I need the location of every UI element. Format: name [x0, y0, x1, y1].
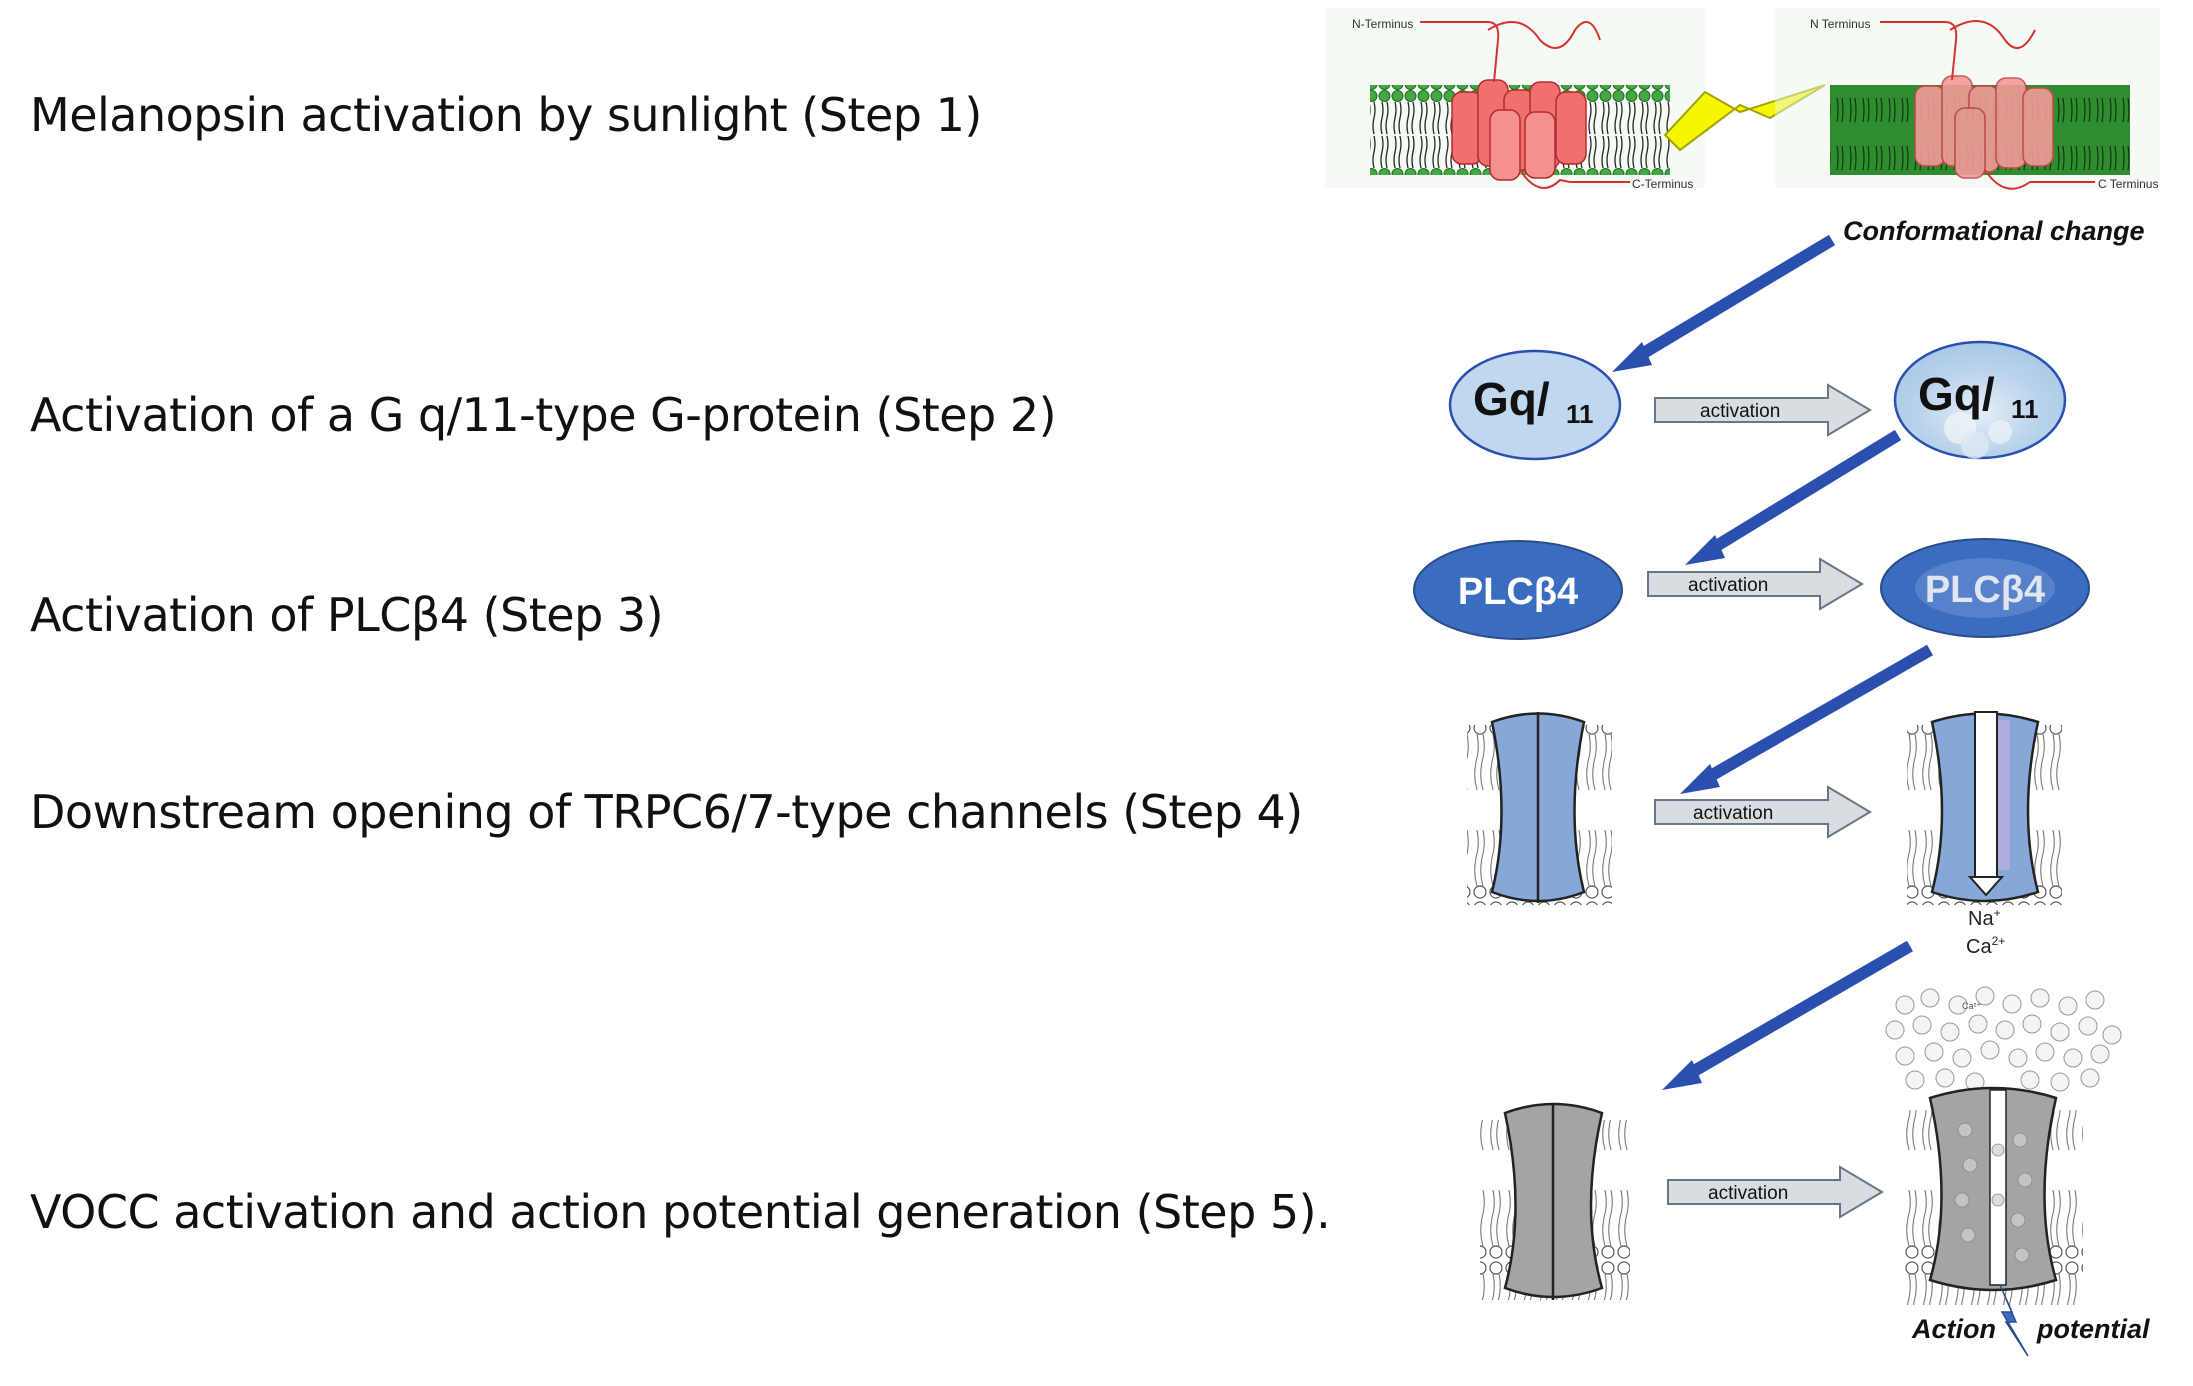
- ca-ion-sample-label: Ca²⁺: [1962, 1001, 1982, 1011]
- melanopsin-active: N Terminus C Terminus: [1775, 8, 2160, 191]
- melanopsin-inactive: N-Terminus C-Terminus: [1325, 8, 1705, 191]
- vocc-channel-open: [1905, 1086, 2083, 1305]
- cascade-arrow-4: [1662, 940, 1914, 1090]
- gq-subscript: 11: [1566, 399, 1594, 429]
- step-5-label: VOCC activation and action potential gen…: [30, 1185, 1331, 1239]
- activation-label-plc: activation: [1688, 575, 1768, 596]
- activation-arrow-trpc: activation: [1654, 785, 1872, 839]
- gq-protein-active: Gq/ 11: [1893, 340, 2067, 460]
- activation-arrow-vocc: activation: [1667, 1165, 1884, 1219]
- step-1-label: Melanopsin activation by sunlight (Step …: [30, 88, 982, 142]
- n-terminus-label-2: N Terminus: [1810, 17, 1870, 31]
- gq-subscript-active: 11: [2011, 394, 2039, 424]
- c-terminus-label-2: C Terminus: [2098, 177, 2158, 191]
- action-label: Action: [1911, 1314, 1996, 1344]
- c-terminus-label: C-Terminus: [1632, 177, 1693, 191]
- gq-protein-inactive: Gq/ 11: [1448, 349, 1622, 461]
- gq-label: Gq/: [1473, 373, 1550, 425]
- plc-label: PLCβ4: [1458, 571, 1578, 613]
- vocc-channel-closed: [1480, 1102, 1630, 1300]
- plc-label-active: PLCβ4: [1925, 569, 2045, 611]
- conformational-change-label: Conformational change: [1843, 216, 2145, 246]
- activation-label-gq: activation: [1700, 401, 1780, 422]
- step-4-label: Downstream opening of TRPC6/7-type chann…: [30, 785, 1303, 839]
- trpc-channel-open: [1907, 711, 2062, 905]
- na-ion-label: Na+: [1968, 906, 2001, 930]
- trpc-channel-closed: [1467, 712, 1612, 905]
- plc-inactive: PLCβ4: [1413, 540, 1623, 640]
- calcium-ion-cloud: [1885, 986, 2122, 1092]
- activation-arrow-gq: activation: [1654, 383, 1872, 437]
- activation-label-vocc: activation: [1708, 1183, 1788, 1204]
- plc-active: PLCβ4: [1880, 538, 2090, 638]
- action-potential-bolt-icon: [1999, 1284, 2029, 1357]
- ca-ion-label: Ca2+: [1966, 934, 2005, 958]
- activation-label-trpc: activation: [1693, 803, 1773, 824]
- potential-label: potential: [2036, 1314, 2150, 1344]
- step-3-label: Activation of PLCβ4 (Step 3): [30, 588, 664, 642]
- n-terminus-label: N-Terminus: [1352, 17, 1413, 31]
- cascade-arrow-3: [1680, 644, 1933, 794]
- cascade-arrow-2: [1685, 429, 1902, 565]
- cascade-arrow-1: [1612, 234, 1836, 372]
- gq-label-active: Gq/: [1918, 368, 1995, 420]
- step-2-label: Activation of a G q/11-type G-protein (S…: [30, 388, 1057, 442]
- activation-arrow-plc: activation: [1647, 557, 1864, 611]
